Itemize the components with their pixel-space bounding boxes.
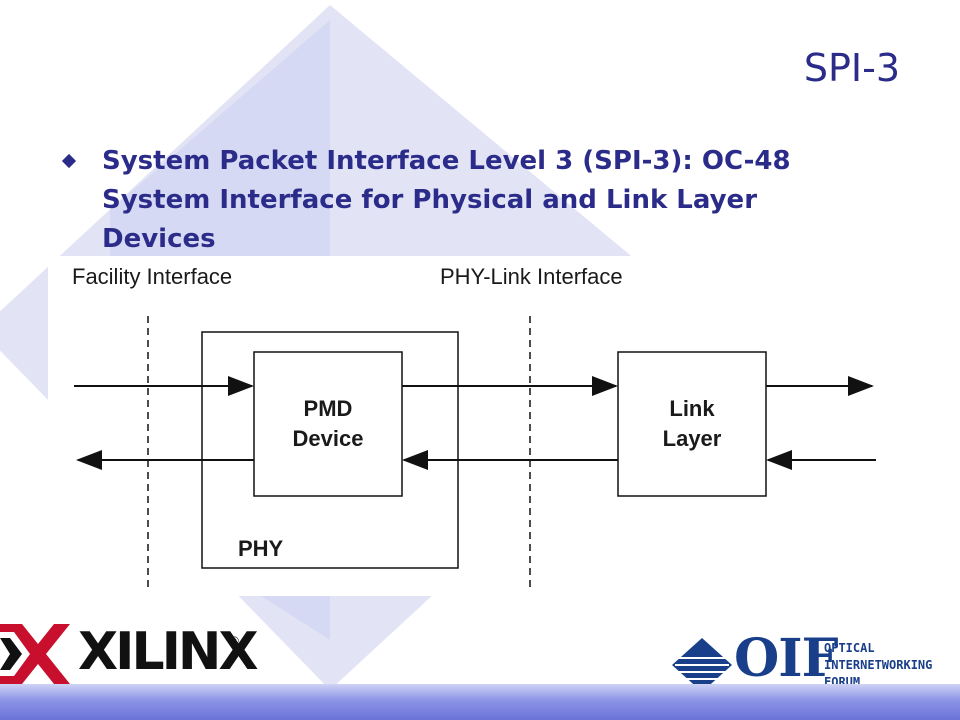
- facility-interface-label: Facility Interface: [72, 264, 233, 289]
- bullet-text: System Packet Interface Level 3 (SPI-3):…: [102, 146, 791, 254]
- arrowhead-link-out: [848, 376, 874, 396]
- footer-bar: [0, 684, 960, 720]
- arrowhead-pmd-to-link: [592, 376, 618, 396]
- spi3-diagram: Facility Interface PHY-Link Interface PM…: [48, 256, 916, 596]
- pmd-device-label-line1: PMD: [303, 396, 353, 421]
- pmd-device-label: PMD Device: [254, 394, 402, 454]
- diagram-lines: [74, 316, 876, 588]
- oif-sub-line1: OPTICAL: [824, 641, 875, 655]
- slide-title: SPI-3: [803, 46, 900, 90]
- oif-sub-line2: INTERNETWORKING: [824, 658, 933, 672]
- link-layer-label-line2: Layer: [662, 426, 722, 451]
- link-layer-label: Link Layer: [618, 394, 766, 454]
- link-layer-box: [617, 351, 767, 497]
- oif-logo-text: OIF: [734, 628, 839, 689]
- xilinx-logo-icon: [0, 624, 70, 684]
- pmd-device-box: [253, 351, 403, 497]
- xilinx-registered-mark: ®: [230, 634, 239, 648]
- arrowhead-pmd-out: [76, 450, 102, 470]
- phy-link-interface-label: PHY-Link Interface: [440, 264, 623, 289]
- arrowhead-in-to-pmd: [228, 376, 254, 396]
- phy-label: PHY: [238, 536, 284, 561]
- oif-diamond-icon: [672, 638, 732, 692]
- arrowhead-in-to-link: [766, 450, 792, 470]
- arrowhead-link-to-pmd: [402, 450, 428, 470]
- bullet-diamond-icon: [61, 153, 77, 169]
- pmd-device-label-line2: Device: [292, 426, 364, 451]
- phy-box: [201, 331, 459, 569]
- link-layer-label-line1: Link: [669, 396, 715, 421]
- bullet-list: System Packet Interface Level 3 (SPI-3):…: [61, 142, 822, 259]
- oif-logo-subtitle: OPTICAL INTERNETWORKING FORUM: [824, 640, 932, 691]
- xilinx-logo-text: XILINX: [78, 622, 259, 682]
